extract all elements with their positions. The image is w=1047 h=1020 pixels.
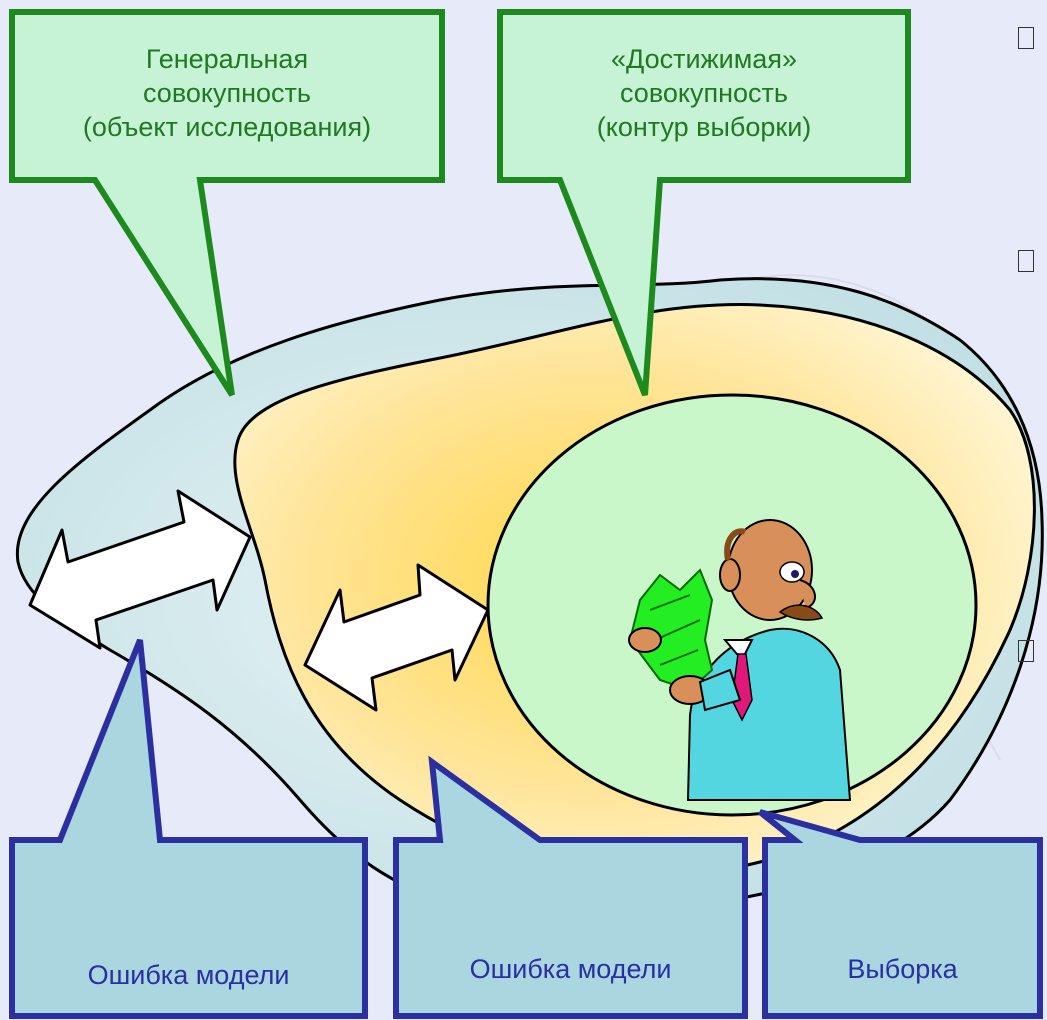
general-population-label: Генеральная совокупность (объект исследо… bbox=[12, 42, 442, 144]
model-error-middle-label: Ошибка модели bbox=[396, 952, 745, 986]
model-error-left-label: Ошибка модели bbox=[12, 958, 365, 992]
sample-label: Выборка bbox=[765, 952, 1040, 986]
square-bullet-icon bbox=[1018, 250, 1034, 272]
reachable-population-label: «Достижимая» совокупность (контур выборк… bbox=[500, 42, 908, 144]
reachable-population-line-1: «Достижимая» bbox=[500, 42, 908, 76]
square-bullet-icon bbox=[1018, 27, 1034, 49]
general-population-line-2: совокупность bbox=[12, 76, 442, 110]
square-bullet-icon bbox=[1018, 640, 1034, 662]
general-population-line-3: (объект исследования) bbox=[12, 110, 442, 144]
reachable-population-line-3: (контур выборки) bbox=[500, 110, 908, 144]
reachable-population-line-2: совокупность bbox=[500, 76, 908, 110]
general-population-line-1: Генеральная bbox=[12, 42, 442, 76]
